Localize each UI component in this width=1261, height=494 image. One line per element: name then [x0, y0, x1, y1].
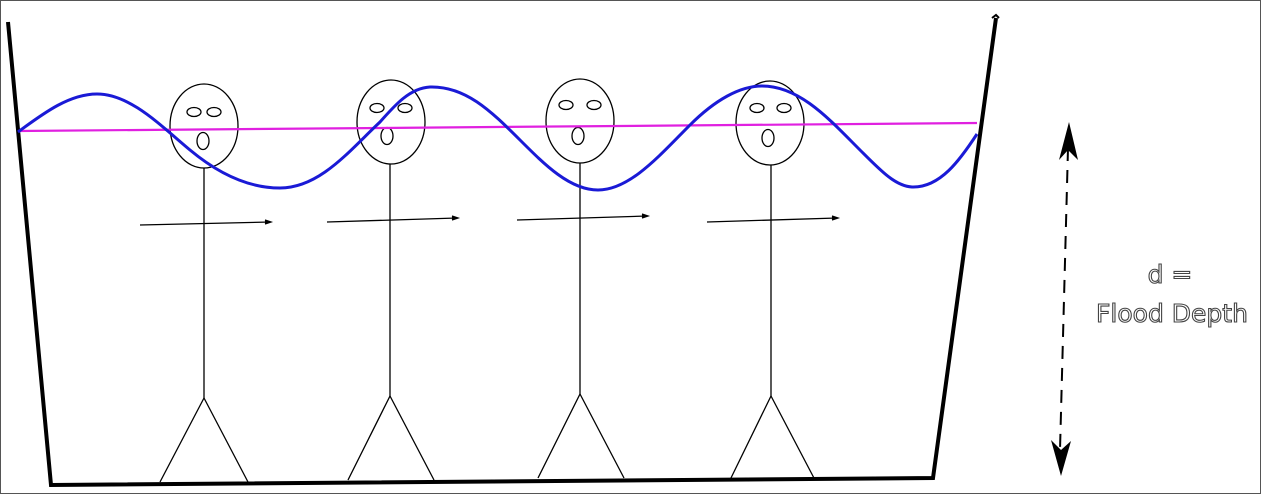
person-leg-left	[348, 396, 390, 480]
depth-arrow	[1051, 122, 1078, 476]
person-arm-tip	[452, 216, 458, 220]
person-eye-right	[777, 104, 791, 113]
person-eye-left	[750, 104, 764, 113]
person-2	[327, 80, 458, 480]
depth-label-line2: Flood Depth	[1096, 299, 1248, 328]
person-head	[170, 84, 238, 168]
person-mouth	[197, 133, 209, 150]
person-arms	[327, 218, 457, 222]
person-arms	[517, 216, 647, 220]
person-eye-right	[398, 104, 412, 113]
person-arm-tip	[642, 214, 648, 218]
person-mouth	[572, 128, 584, 145]
person-1	[140, 84, 271, 482]
person-mouth	[381, 128, 393, 145]
person-arms	[707, 218, 837, 222]
person-head	[546, 79, 614, 163]
person-leg-right	[580, 394, 624, 478]
person-arms	[140, 222, 270, 225]
wave-surface	[18, 86, 977, 190]
person-eye-left	[370, 104, 384, 113]
container-walls	[8, 18, 996, 485]
person-leg-left	[160, 398, 204, 482]
person-eye-left	[187, 108, 201, 117]
person-leg-right	[771, 396, 815, 480]
person-eye-right	[207, 108, 221, 117]
person-arm-tip	[832, 216, 838, 220]
depth-arrow-shaft	[1060, 148, 1068, 450]
person-4	[707, 81, 838, 480]
person-leg-left	[730, 396, 771, 480]
person-leg-right	[204, 398, 248, 482]
person-arm-tip	[265, 220, 271, 224]
person-mouth	[762, 130, 774, 147]
person-eye-right	[587, 101, 601, 110]
person-3	[517, 79, 648, 478]
person-eye-left	[559, 101, 573, 110]
depth-label-line1: d =	[1148, 260, 1193, 289]
person-leg-left	[538, 394, 580, 478]
container-top-tick	[992, 15, 999, 18]
person-leg-right	[390, 396, 434, 480]
